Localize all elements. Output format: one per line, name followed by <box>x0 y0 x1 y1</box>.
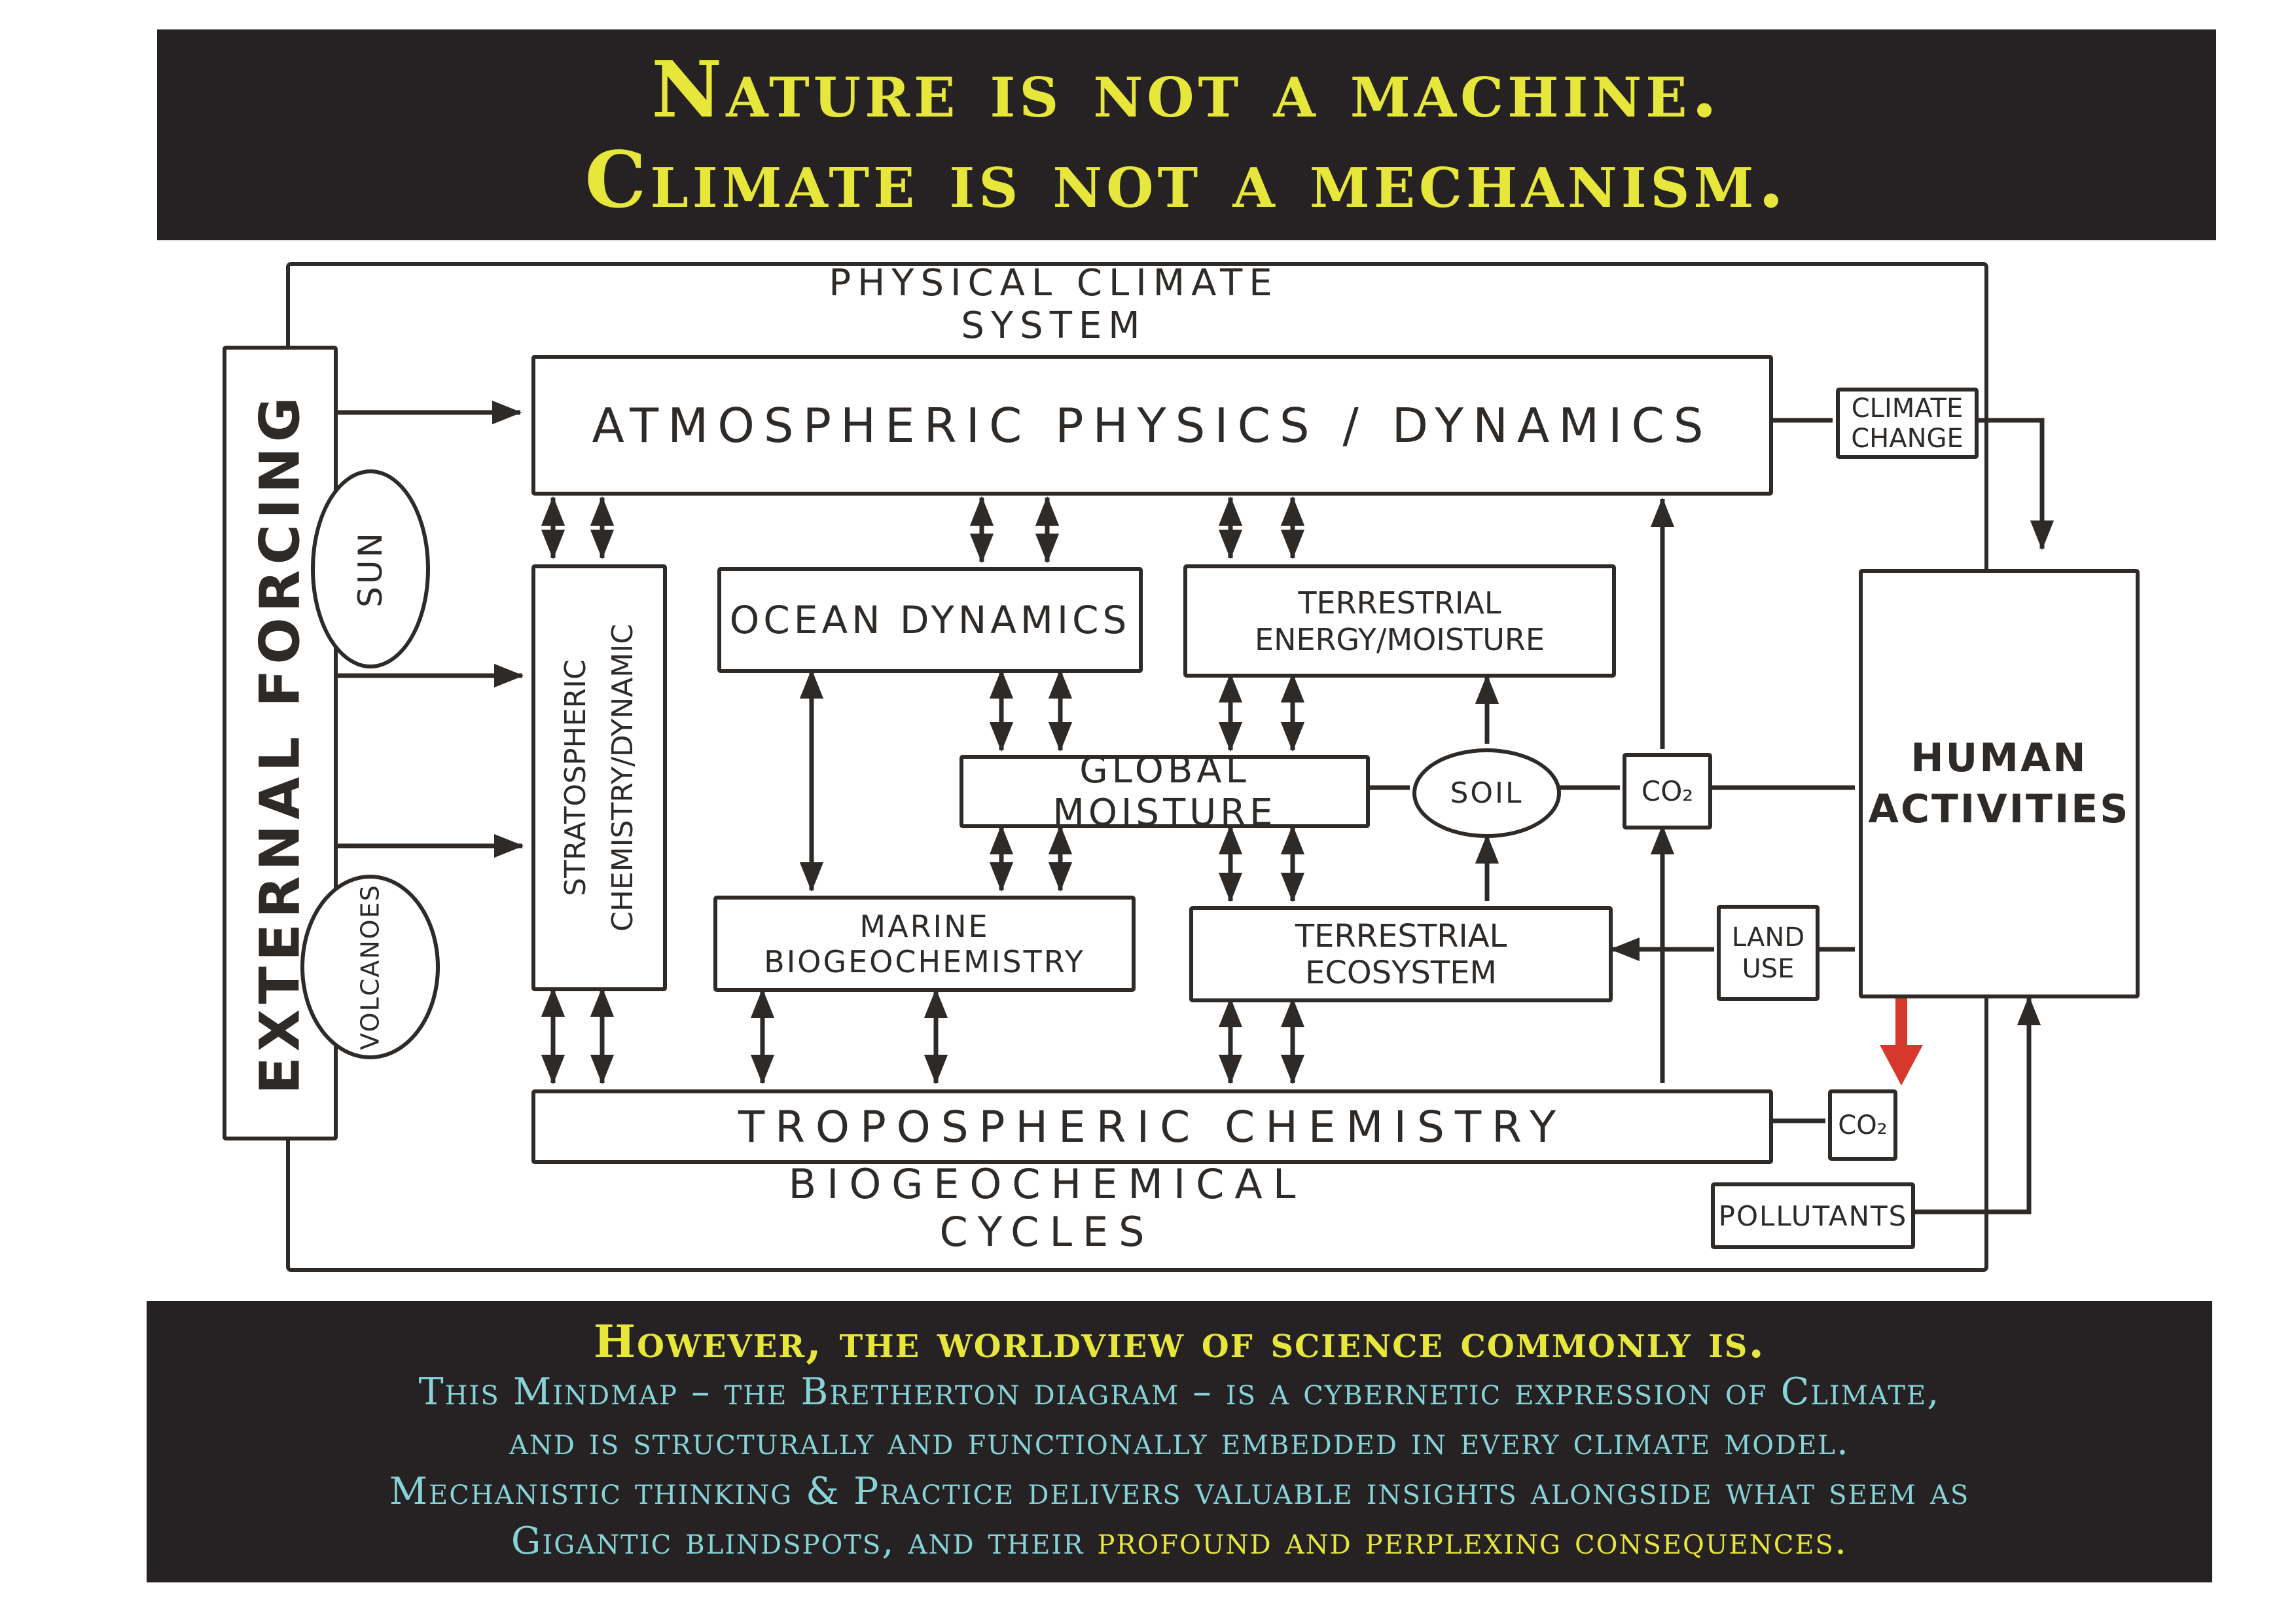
co2-middle-label: CO₂ <box>1641 775 1694 807</box>
footer-line-5-yellow: profound and perplexing consequences. <box>1097 1520 1848 1563</box>
terrestrial-energy-moisture-box: TERRESTRIAL ENERGY/MOISTURE <box>1183 564 1616 678</box>
marine-biogeochemistry-box: MARINE BIOGEOCHEMISTRY <box>713 896 1136 992</box>
ocean-dynamics-label: OCEAN DYNAMICS <box>729 598 1131 642</box>
tropospheric-chemistry-box: TROPOSPHERIC CHEMISTRY <box>531 1089 1773 1164</box>
soil-label: SOIL <box>1450 776 1524 810</box>
soil-node: SOIL <box>1412 748 1561 838</box>
ocean-dynamics-box: OCEAN DYNAMICS <box>717 567 1143 673</box>
stratospheric-line1: STRATOSPHERIC <box>558 659 592 896</box>
footer-banner: However, the worldview of science common… <box>147 1301 2212 1582</box>
physical-climate-system-label: PHYSICAL CLIMATE SYSTEM <box>829 262 1279 347</box>
atmospheric-physics-label: ATMOSPHERIC PHYSICS / DYNAMICS <box>592 397 1713 453</box>
climate-change-line1: CLIMATE <box>1851 393 1964 424</box>
pollutants-box: POLLUTANTS <box>1711 1182 1915 1249</box>
header-line-2: Climate is not a mechanism. <box>584 134 1789 225</box>
footer-line-5-cyan: Gigantic blindspots, and their <box>511 1520 1098 1563</box>
biogeochemical-cycles-label: BIOGEOCHEMICAL CYCLES <box>788 1160 1306 1256</box>
header-line-1: Nature is not a machine. <box>651 44 1722 135</box>
stratospheric-line2: CHEMISTRY/DYNAMIC <box>605 624 639 932</box>
terrestrial-ecosystem-line1: TERRESTRIAL <box>1295 917 1507 955</box>
marine-line2: BIOGEOCHEMISTRY <box>764 943 1085 979</box>
footer-line-3: and is structurally and functionally emb… <box>509 1420 1850 1463</box>
terrestrial-energy-line2: ENERGY/MOISTURE <box>1255 621 1545 657</box>
terrestrial-ecosystem-line2: ECOSYSTEM <box>1305 954 1497 991</box>
marine-line1: MARINE <box>859 908 990 944</box>
header-banner: Nature is not a machine. Climate is not … <box>157 29 2216 240</box>
footer-line-2: This Mindmap – the Bretherton diagram – … <box>418 1370 1941 1413</box>
sun-label: SUN <box>351 530 389 608</box>
human-activities-line2: ACTIVITIES <box>1868 786 2130 832</box>
tropospheric-chemistry-label: TROPOSPHERIC CHEMISTRY <box>738 1101 1567 1152</box>
co2-bottom-box: CO₂ <box>1828 1089 1897 1161</box>
footer-line-1: However, the worldview of science common… <box>593 1316 1766 1368</box>
terrestrial-energy-line1: TERRESTRIAL <box>1298 585 1501 621</box>
land-use-box: LAND USE <box>1717 905 1820 1001</box>
human-activities-line1: HUMAN <box>1910 735 2088 781</box>
land-use-line1: LAND <box>1731 922 1805 953</box>
terrestrial-ecosystem-box: TERRESTRIAL ECOSYSTEM <box>1189 906 1613 1002</box>
co2-middle-box: CO₂ <box>1623 753 1712 830</box>
red-co2-arrow <box>1880 994 1923 1085</box>
footer-line-5: Gigantic blindspots, and their profound … <box>147 1518 2212 1565</box>
co2-bottom-label: CO₂ <box>1838 1110 1888 1140</box>
global-moisture-box: GLOBAL MOISTURE <box>960 749 1370 834</box>
climate-change-box: CLIMATE CHANGE <box>1836 388 1979 459</box>
atmospheric-physics-box: ATMOSPHERIC PHYSICS / DYNAMICS <box>531 355 1773 496</box>
pollutants-label: POLLUTANTS <box>1718 1199 1908 1232</box>
land-use-line2: USE <box>1742 953 1795 984</box>
global-moisture-label: GLOBAL MOISTURE <box>1052 749 1277 834</box>
volcanoes-label: VOLCANOES <box>355 884 385 1050</box>
climate-change-line2: CHANGE <box>1851 423 1964 454</box>
human-activities-box: HUMAN ACTIVITIES <box>1859 569 2140 998</box>
stratospheric-chemistry-label: STRATOSPHERIC CHEMISTRY/DYNAMIC <box>552 624 647 932</box>
sun-node: SUN <box>311 469 430 668</box>
footer-line-4: Mechanistic thinking & Practice delivers… <box>389 1470 1970 1513</box>
volcanoes-node: VOLCANOES <box>300 875 440 1059</box>
stratospheric-chemistry-box: STRATOSPHERIC CHEMISTRY/DYNAMIC <box>531 564 667 991</box>
